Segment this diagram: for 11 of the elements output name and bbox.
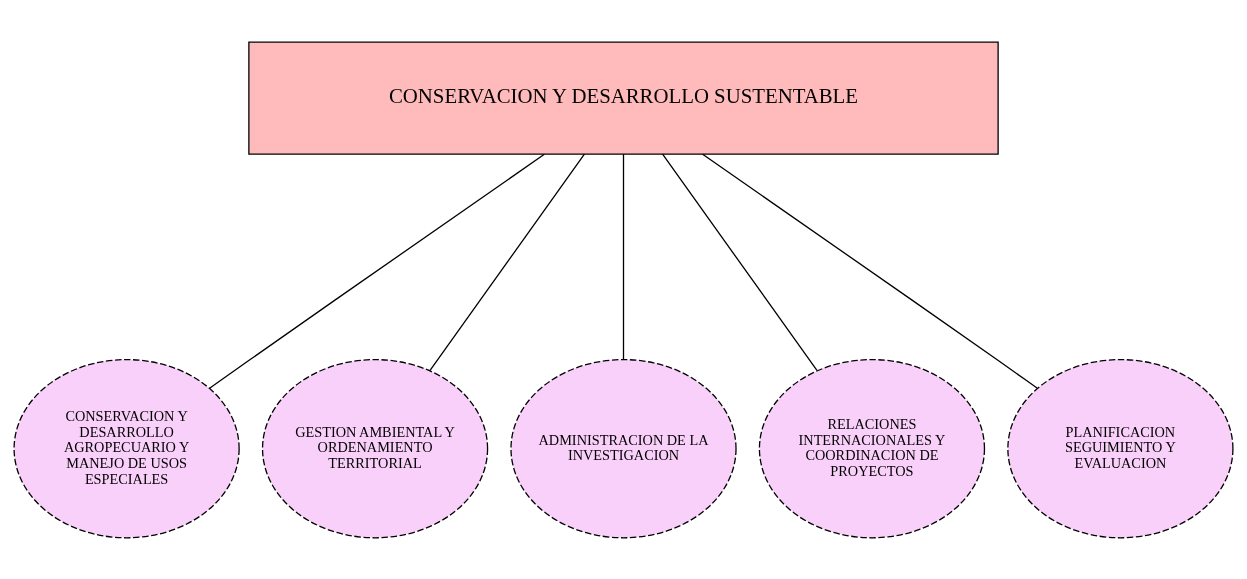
node-ellipse: RELACIONES INTERNACIONALES Y COORDINACION DE PROYECTOS	[758, 358, 986, 538]
node-ellipse: PLANIFICACION SEGUIMIENTO Y EVALUACION	[1007, 358, 1234, 538]
node-ellipse: CONSERVACION Y DESARROLLO AGROPECUARIO Y MANEJO DE USOS ESPECIALES	[13, 358, 240, 538]
node-ellipse: ADMINISTRACION DE LA INVESTIGACION	[510, 358, 737, 538]
connector	[702, 153, 1039, 389]
connector	[208, 153, 545, 389]
connector	[622, 153, 625, 360]
connector	[661, 153, 818, 371]
node-ellipse: GESTION AMBIENTAL Y ORDENAMIENTO TERRITORIAL	[261, 358, 489, 538]
node-box: CONSERVACION Y DESARROLLO SUSTENTABLE	[248, 41, 999, 155]
connector	[429, 153, 586, 371]
